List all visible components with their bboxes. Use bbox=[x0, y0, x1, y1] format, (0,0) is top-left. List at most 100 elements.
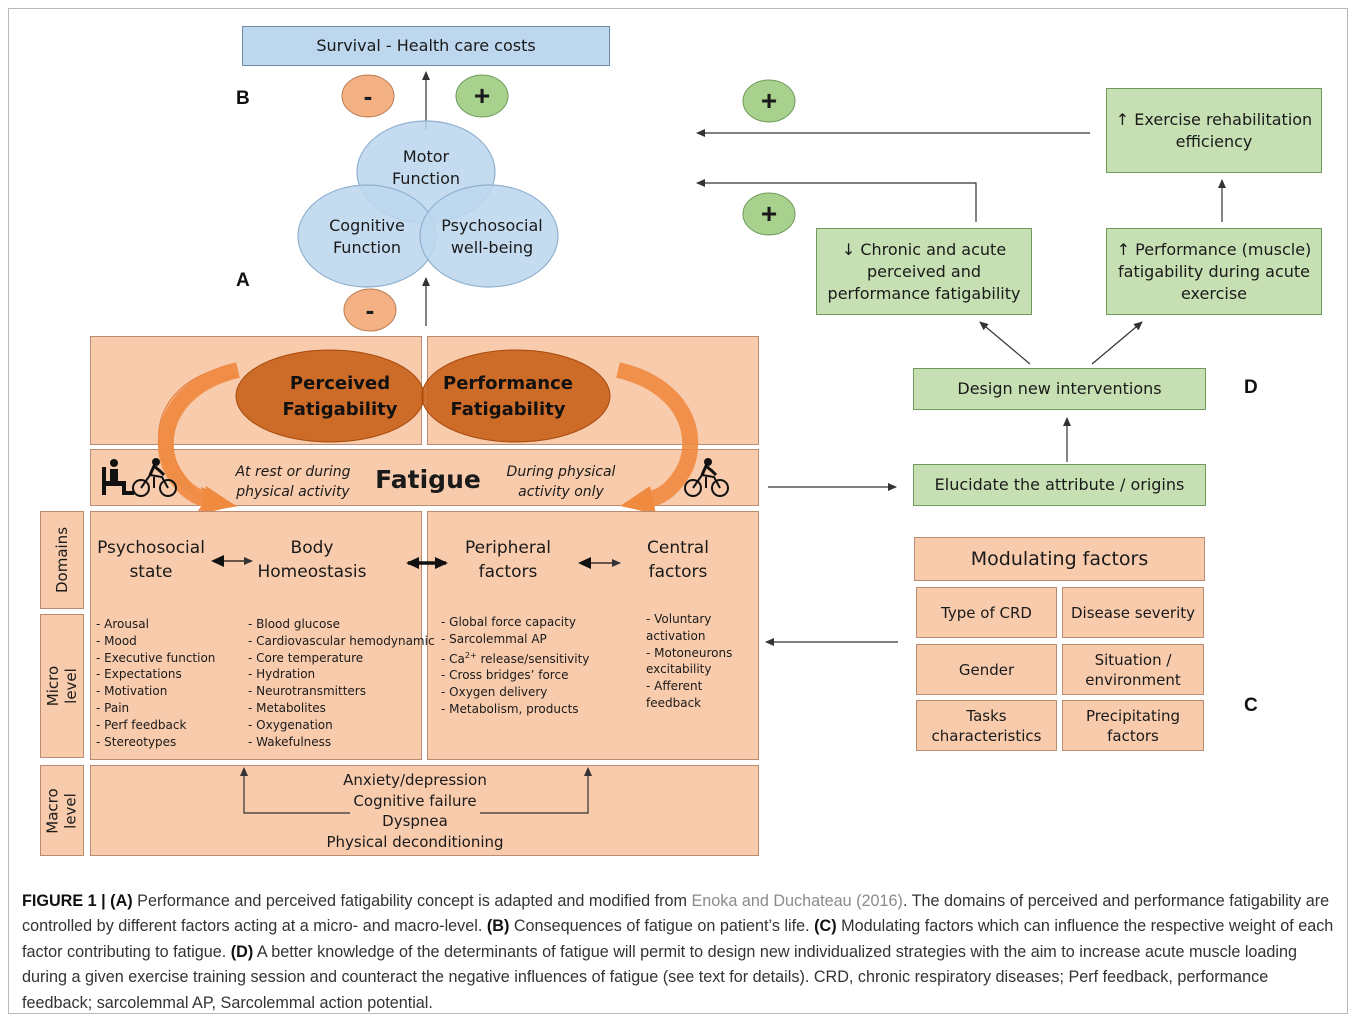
minus-sign-icon bbox=[341, 74, 395, 118]
label-line: Perceived bbox=[289, 373, 391, 394]
list-item: - Voluntary bbox=[646, 612, 712, 626]
plus-sign-icon bbox=[742, 192, 796, 236]
psychosocial-wellbeing-label: Psychosocial well-being bbox=[432, 215, 552, 259]
list-item: - Wakefulness bbox=[248, 734, 332, 749]
modulating-cell: Disease severity bbox=[1062, 587, 1204, 638]
plus-sign: + bbox=[760, 198, 778, 229]
heading-line: Peripheral bbox=[465, 538, 551, 558]
label-line: Fatigability bbox=[282, 399, 398, 420]
cell-line: Tasks bbox=[966, 706, 1007, 725]
caption-text: Consequences of fatigue on patient’s lif… bbox=[509, 917, 815, 936]
cyclist-icon bbox=[684, 458, 729, 497]
motor-function-label: Motor Function bbox=[376, 146, 476, 190]
box-line: perceived and bbox=[867, 261, 981, 281]
list-item: activation bbox=[646, 628, 706, 643]
minus-sign: - bbox=[363, 80, 373, 111]
caption-text: Performance and perceived fatigability c… bbox=[132, 892, 692, 910]
modulating-factors-title: Modulating factors bbox=[914, 537, 1205, 581]
superscript: 2+ bbox=[464, 650, 477, 660]
list-item: - Metabolism, products bbox=[441, 701, 579, 716]
plus-sign-icon bbox=[742, 79, 796, 123]
domains-row-label: Domains bbox=[40, 511, 84, 609]
plus-sign-icon bbox=[455, 74, 509, 118]
cell-line: Disease severity bbox=[1070, 603, 1195, 622]
heading-line: Homeostasis bbox=[257, 562, 367, 582]
box-line: performance fatigability bbox=[827, 283, 1021, 303]
label-line: level bbox=[62, 792, 80, 829]
caption-label: (D) bbox=[230, 942, 254, 961]
plus-sign: + bbox=[760, 85, 778, 116]
heading-line: Psychosocial bbox=[97, 538, 205, 558]
figure-frame bbox=[8, 8, 1348, 1014]
label-line: Fatigability bbox=[450, 399, 566, 420]
macro-factor-list: Anxiety/depression Cognitive failure Dys… bbox=[300, 770, 530, 852]
peripheral-factor-list: - Global force capacity - Sarcolemmal AP… bbox=[441, 614, 589, 718]
list-item: - Sarcolemmal AP bbox=[441, 631, 547, 646]
heading-line: Body bbox=[290, 538, 334, 558]
caption-label: FIGURE 1 | (A) bbox=[22, 892, 133, 910]
arrow-to-performance bbox=[1091, 321, 1143, 365]
psychosocial-factor-list: - Arousal - Mood - Executive function - … bbox=[96, 616, 215, 750]
person-sitting-icon bbox=[102, 459, 134, 495]
list-item: - Core temperature bbox=[248, 650, 364, 665]
panel-letter-d: D bbox=[1244, 377, 1258, 398]
list-item: feedback bbox=[646, 695, 702, 710]
elucidate-box: Elucidate the attribute / origins bbox=[913, 464, 1206, 506]
performance-fatigability-label: Performance Fatigability bbox=[436, 371, 580, 423]
perceived-factors-box bbox=[90, 511, 422, 760]
cell-line: factors bbox=[1107, 726, 1159, 745]
body-homeostasis-heading: Body Homeostasis bbox=[252, 536, 372, 584]
performance-muscle-box: ↑ Performance (muscle) fatigability duri… bbox=[1106, 228, 1322, 315]
psychosocial-state-heading: Psychosocial state bbox=[92, 536, 210, 584]
chronic-acute-box: ↓ Chronic and acute perceived and perfor… bbox=[816, 228, 1032, 315]
box-line: ↑ Performance (muscle) bbox=[1116, 239, 1312, 259]
note-line: At rest or during bbox=[235, 464, 351, 480]
note-line: physical activity bbox=[236, 484, 350, 500]
survival-box: Survival - Health care costs bbox=[242, 26, 610, 66]
label-line: Performance bbox=[443, 373, 573, 394]
modulating-cell: Precipitating factors bbox=[1062, 700, 1204, 751]
heading-line: Central bbox=[647, 538, 709, 558]
list-item: - Motoneurons bbox=[646, 645, 733, 660]
peripheral-factors-heading: Peripheral factors bbox=[448, 536, 568, 584]
box-line: ↑ Exercise rehabilitation bbox=[1115, 109, 1313, 129]
caption-reference-link[interactable]: Enoka and Duchateau (2016) bbox=[691, 892, 903, 910]
heading-line: state bbox=[129, 562, 173, 582]
cognitive-function-label: Cognitive Function bbox=[317, 215, 417, 259]
label-line: Function bbox=[332, 238, 402, 257]
list-item: - Neurotransmitters bbox=[248, 684, 366, 699]
cyclist-icon bbox=[132, 458, 177, 497]
caption-text: Modulating factors which can influence t… bbox=[22, 917, 1334, 961]
fatigue-title: Fatigue bbox=[375, 464, 481, 494]
fatigue-left-note: At rest or during physical activity bbox=[220, 462, 366, 502]
list-item: - Global force capacity bbox=[441, 615, 576, 629]
label-line: Micro bbox=[44, 665, 62, 707]
title-text: Modulating factors bbox=[970, 548, 1149, 570]
minus-sign: - bbox=[365, 294, 375, 325]
list-item: - Stereotypes bbox=[96, 734, 177, 749]
list-item: Dyspnea bbox=[382, 812, 448, 830]
cell-line: Precipitating bbox=[1085, 706, 1181, 725]
body-homeostasis-factor-list: - Blood glucose - Cardiovascular hemodyn… bbox=[248, 616, 435, 750]
list-item: - Mood bbox=[96, 633, 137, 648]
list-item: - Pain bbox=[96, 700, 130, 715]
cell-line: characteristics bbox=[931, 726, 1042, 745]
curved-arrow-right bbox=[616, 362, 699, 508]
label-line: Psychosocial bbox=[441, 216, 543, 235]
central-factors-heading: Central factors bbox=[626, 536, 730, 584]
label-line: Cognitive bbox=[329, 216, 405, 235]
heading-line: factors bbox=[478, 562, 538, 582]
list-item: - Hydration bbox=[248, 667, 316, 682]
performance-fatigability-ellipse bbox=[421, 349, 611, 443]
list-item: - Expectations bbox=[96, 667, 182, 682]
cell-line: Situation / bbox=[1094, 650, 1172, 669]
list-item: Cognitive failure bbox=[353, 791, 477, 810]
label-line: well-being bbox=[450, 238, 534, 257]
survival-label: Survival - Health care costs bbox=[316, 36, 536, 55]
perceived-fatigability-label: Perceived Fatigability bbox=[270, 371, 410, 423]
exercise-rehabilitation-box: ↑ Exercise rehabilitation efficiency bbox=[1106, 88, 1322, 173]
cell-line: environment bbox=[1085, 670, 1181, 689]
